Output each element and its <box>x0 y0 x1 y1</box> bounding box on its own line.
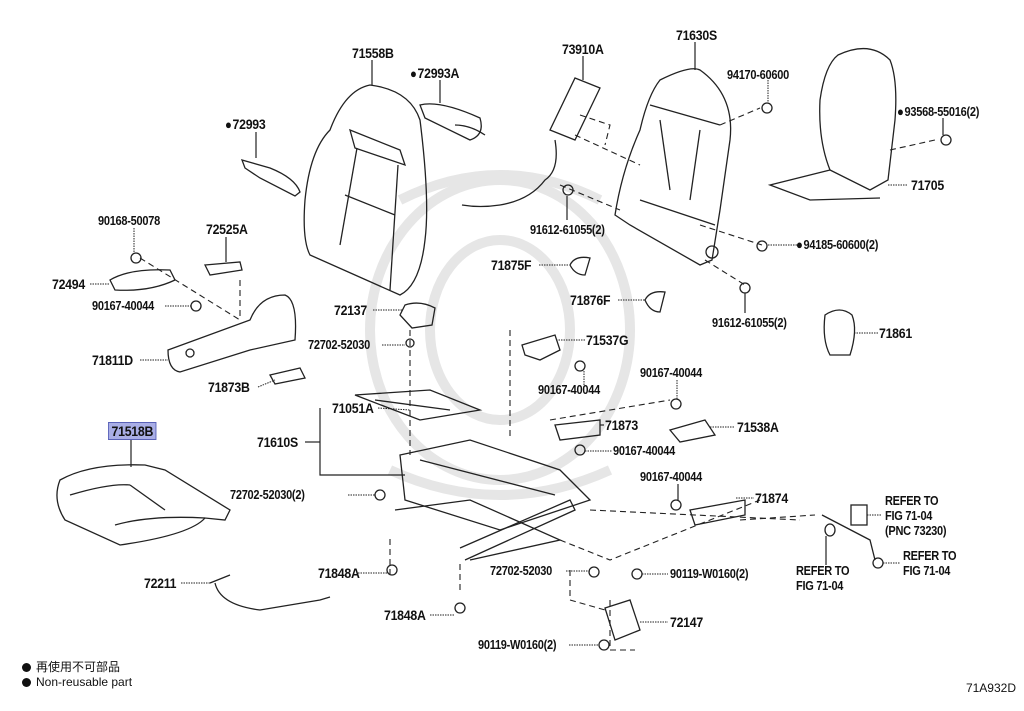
part-label-72993a[interactable]: 72993A <box>410 66 460 81</box>
part-label-91612-61055-a[interactable]: 91612-61055(2) <box>530 223 605 237</box>
part-label-90167-40044-c[interactable]: 90167-40044 <box>640 366 702 380</box>
part-label-71873[interactable]: 71873 <box>605 417 638 433</box>
seat-cushion-pad-drawing <box>56 464 231 546</box>
legend-item-jp: 再使用不可部品 <box>22 658 120 675</box>
part-label-71705[interactable]: 71705 <box>911 177 944 193</box>
part-label-71538a[interactable]: 71538A <box>737 419 779 435</box>
legend-item-en: Non-reusable part <box>22 675 132 689</box>
part-label-90168-50078[interactable]: 90168-50078 <box>98 214 160 228</box>
side-shield-drawing <box>109 257 297 373</box>
part-label-90167-40044-b[interactable]: 90167-40044 <box>538 383 600 397</box>
part-label-72993[interactable]: 72993 <box>225 117 266 132</box>
part-label-72147[interactable]: 72147 <box>670 614 703 630</box>
back-board-drawing <box>767 48 936 201</box>
bracket-72147-drawing <box>604 599 641 641</box>
part-label-91612-61055-b[interactable]: 91612-61055(2) <box>712 316 787 330</box>
bracket-71538a-drawing <box>668 419 717 443</box>
part-label-90167-40044-e[interactable]: 90167-40044 <box>640 470 702 484</box>
part-label-71630s[interactable]: 71630S <box>676 27 717 43</box>
part-label-71558b[interactable]: 71558B <box>352 45 394 61</box>
part-label-71537g[interactable]: 71537G <box>586 332 629 348</box>
part-label-90119-w0160-b[interactable]: 90119-W0160(2) <box>478 638 557 652</box>
refer-label-nut[interactable]: REFER TO FIG 71-04 <box>903 549 957 578</box>
part-label-94185-60600[interactable]: 94185-60600(2) <box>796 238 879 252</box>
watermark-emblem <box>365 170 635 500</box>
part-label-72137[interactable]: 72137 <box>334 302 367 318</box>
part-label-72702-52030-b[interactable]: 72702-52030 <box>490 564 552 578</box>
refer-label-anchor[interactable]: REFER TO FIG 71-04 <box>796 564 850 593</box>
part-label-71518b-highlighted[interactable]: 71518B <box>108 422 157 440</box>
seat-belt-buckle-drawing <box>739 504 884 569</box>
part-label-93568-55016[interactable]: 93568-55016(2) <box>897 105 980 119</box>
part-label-71861[interactable]: 71861 <box>879 325 912 341</box>
part-label-71610s[interactable]: 71610S <box>257 434 298 450</box>
strap-72993-drawing <box>240 159 301 197</box>
cover-71861-drawing <box>823 309 856 356</box>
figure-id: 71A932D <box>965 681 1016 695</box>
part-label-73910a[interactable]: 73910A <box>562 41 604 57</box>
part-label-71874[interactable]: 71874 <box>755 490 788 506</box>
airbag-drawing <box>461 77 641 208</box>
seat-cushion-frame-drawing <box>354 330 801 651</box>
cover-71537g-drawing <box>521 334 561 361</box>
bracket-71874-drawing <box>689 499 746 526</box>
part-label-90167-40044-d[interactable]: 90167-40044 <box>613 444 675 458</box>
fasteners <box>130 102 952 651</box>
bracket-71873-drawing <box>554 419 601 441</box>
part-label-72702-52030-2[interactable]: 72702-52030(2) <box>230 488 305 502</box>
part-label-71876f[interactable]: 71876F <box>570 292 611 308</box>
legend-text-en: Non-reusable part <box>36 675 133 689</box>
part-label-90167-40044-a[interactable]: 90167-40044 <box>92 299 154 313</box>
bracket-71873b-drawing <box>269 367 306 385</box>
part-label-71848a-a[interactable]: 71848A <box>318 565 360 581</box>
cover-71876f-drawing <box>644 291 666 313</box>
legend-text-jp: 再使用不可部品 <box>36 660 121 674</box>
seat-back-frame-drawing <box>559 68 763 286</box>
part-label-72702-52030-a[interactable]: 72702-52030 <box>308 338 370 352</box>
part-label-72211[interactable]: 72211 <box>144 575 177 591</box>
part-label-94170-60600[interactable]: 94170-60600 <box>727 68 789 82</box>
wire-72211-drawing <box>209 574 331 611</box>
cover-72137-drawing <box>399 302 436 329</box>
part-label-90119-w0160-a[interactable]: 90119-W0160(2) <box>670 567 749 581</box>
part-label-71848a-b[interactable]: 71848A <box>384 607 426 623</box>
seat-back-cover-drawing <box>303 84 428 296</box>
non-reusable-dot-icon <box>22 663 31 672</box>
part-label-72525a[interactable]: 72525A <box>206 221 248 237</box>
part-label-71873b[interactable]: 71873B <box>208 379 250 395</box>
part-label-71051a[interactable]: 71051A <box>332 400 374 416</box>
refer-label-seat-belt[interactable]: REFER TO FIG 71-04 (PNC 73230) <box>885 494 947 538</box>
part-label-71811d[interactable]: 71811D <box>92 352 133 368</box>
non-reusable-dot-icon <box>22 678 31 687</box>
part-label-72494[interactable]: 72494 <box>52 276 85 292</box>
leader-lines <box>90 42 944 646</box>
strap-72993a-drawing <box>419 103 486 141</box>
part-label-71875f[interactable]: 71875F <box>491 257 532 273</box>
cover-71875f-drawing <box>569 256 591 276</box>
